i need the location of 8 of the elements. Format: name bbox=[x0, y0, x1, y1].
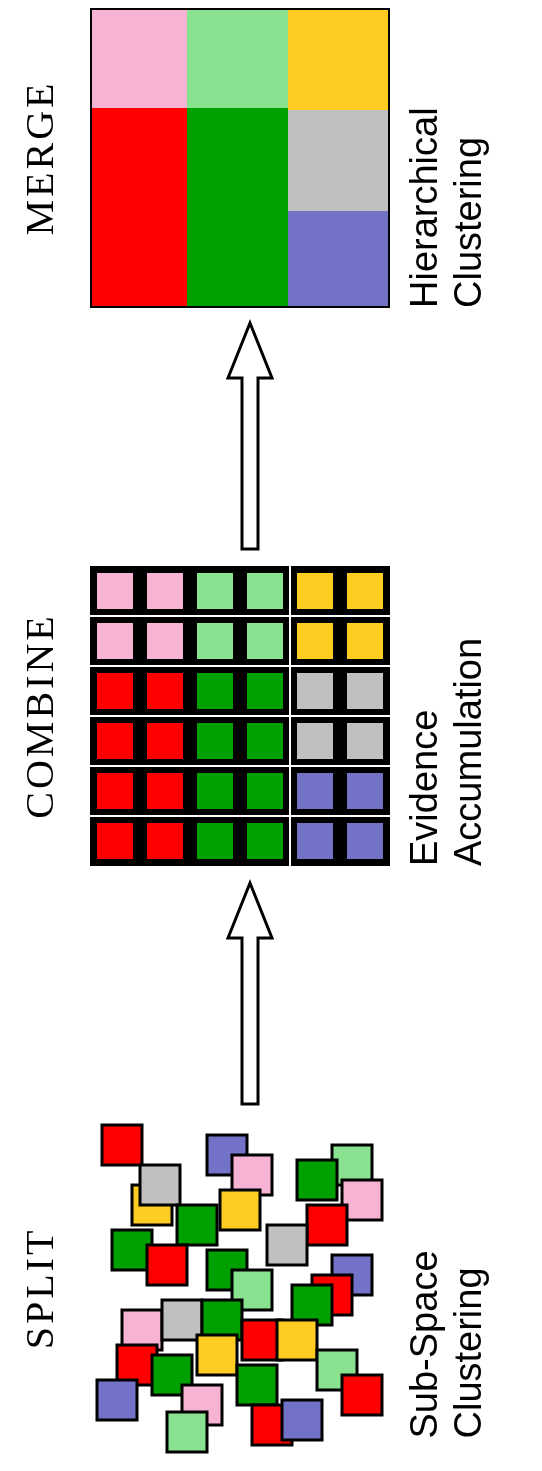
block-arrow bbox=[225, 318, 275, 551]
method-label: Hierarchical Clustering bbox=[402, 106, 490, 308]
stage-title: MERGE bbox=[16, 80, 63, 236]
stage-title: SPLIT bbox=[16, 1227, 63, 1350]
stage-title: COMBINE bbox=[16, 613, 63, 819]
block-arrow bbox=[225, 878, 275, 1106]
method-label: Sub-Space Clustering bbox=[402, 1249, 490, 1439]
method-label: Evidence Accumulation bbox=[402, 636, 490, 866]
